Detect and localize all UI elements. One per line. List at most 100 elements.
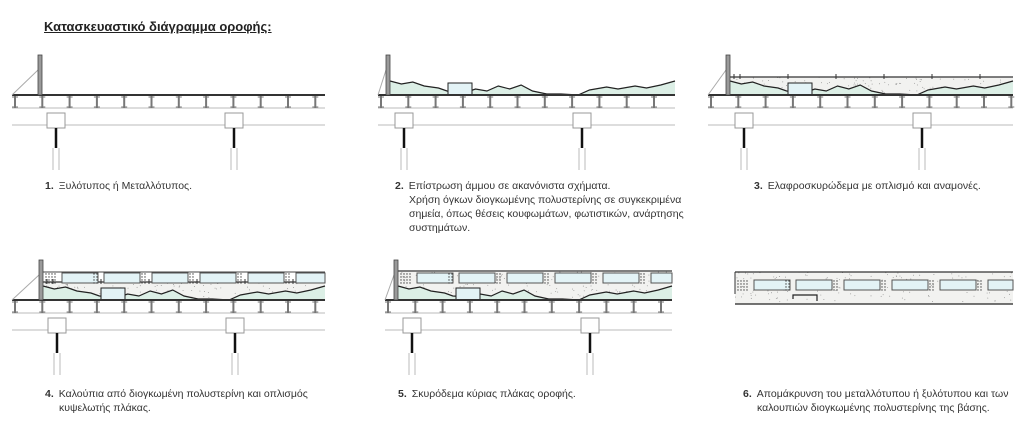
step-number: 5.: [398, 388, 407, 400]
concrete-stipple: [825, 278, 827, 280]
step-text: καλουπιών διογκωμένης πολυστερίνης της β…: [757, 402, 990, 414]
step-6-drawing: [734, 271, 1014, 305]
concrete-stipple: [928, 296, 930, 297]
concrete-stipple: [968, 78, 970, 80]
concrete-stipple: [786, 84, 788, 86]
rebar-dots: [743, 283, 745, 285]
concrete-stipple: [953, 78, 955, 80]
rebar-dots: [48, 276, 50, 278]
concrete-stipple: [992, 273, 994, 275]
rebar-dots: [93, 279, 95, 281]
concrete-stipple: [173, 285, 175, 287]
rebar-dots: [192, 273, 194, 275]
concrete-stipple: [607, 284, 609, 286]
rebar-dots: [496, 279, 498, 281]
rebar-dots: [737, 289, 739, 291]
concrete-stipple: [465, 284, 467, 286]
concrete-stipple: [988, 292, 990, 294]
concrete-stipple: [844, 277, 846, 279]
rebar-dots: [144, 273, 146, 275]
concrete-stipple: [782, 81, 784, 83]
rebar-dots: [496, 282, 498, 284]
concrete-stipple: [203, 296, 205, 298]
eps-block: [447, 82, 473, 96]
concrete-stipple: [456, 275, 458, 277]
step-5-drawing: [384, 259, 673, 375]
rebar-dots: [788, 286, 790, 288]
concrete-stipple: [986, 292, 988, 294]
concrete-stipple: [951, 273, 953, 275]
concrete-stipple: [1010, 272, 1012, 274]
concrete-stipple: [249, 289, 250, 291]
concrete-stipple: [750, 294, 752, 296]
support-box: [912, 112, 932, 129]
concrete-stipple: [583, 295, 584, 297]
rebar-dots: [409, 279, 411, 281]
rebar-dots: [884, 280, 886, 282]
concrete-stipple: [904, 299, 906, 301]
rebar-dots: [592, 282, 594, 284]
step-text: Ελαφροσκυρώδεμα με οπλισμό και αναμονές.: [767, 180, 981, 192]
rebar-dots: [406, 279, 408, 281]
concrete-stipple: [422, 284, 424, 286]
rebar-dots: [48, 282, 50, 284]
rebar-dots: [788, 289, 790, 291]
concrete-stipple: [909, 291, 911, 293]
concrete-stipple: [921, 79, 923, 81]
concrete-stipple: [639, 288, 641, 290]
rebar-dots: [192, 276, 194, 278]
concrete-stipple: [850, 293, 852, 295]
concrete-stipple: [976, 279, 978, 281]
concrete-stipple: [887, 274, 888, 276]
concrete-stipple: [871, 83, 873, 85]
concrete-stipple: [834, 300, 836, 302]
rebar-dots: [240, 282, 242, 284]
concrete-stipple: [961, 277, 963, 279]
concrete-stipple: [787, 291, 789, 292]
concrete-stipple: [67, 286, 69, 288]
concrete-stipple: [736, 79, 738, 80]
rebar-dots: [409, 282, 411, 284]
concrete-stipple: [579, 295, 581, 297]
concrete-stipple: [857, 77, 858, 79]
concrete-stipple: [838, 292, 840, 294]
concrete-stipple: [583, 290, 585, 292]
concrete-stipple: [826, 83, 828, 85]
eps-mold: [554, 272, 592, 284]
rebar-dots: [881, 286, 883, 288]
rebar-dots: [403, 282, 405, 284]
rebar-dots: [932, 280, 934, 282]
rebar-dots: [406, 276, 408, 278]
rebar-dots: [640, 282, 642, 284]
rebar-dots: [932, 289, 934, 291]
rebar-dots: [833, 286, 835, 288]
rebar-dots: [547, 282, 549, 284]
rebar-dots: [643, 276, 645, 278]
step-number: 3.: [754, 180, 763, 192]
concrete-stipple: [964, 79, 966, 81]
concrete-stipple: [1009, 276, 1011, 278]
concrete-stipple: [896, 83, 898, 85]
rebar-dots: [785, 280, 787, 282]
rebar-dots: [54, 282, 56, 284]
rebar-dots: [240, 273, 242, 275]
rebar-dots: [45, 279, 47, 281]
concrete-stipple: [919, 79, 921, 80]
step-2-caption: 2.Επίστρωση άμμου σε ακανόνιστα σχήματα.…: [395, 179, 684, 235]
rebar-dots: [544, 282, 546, 284]
concrete-stipple: [916, 90, 918, 92]
concrete-stipple: [487, 284, 489, 286]
step-text: Απομάκρυνση του μεταλλότυπου ή ξυλότυπου…: [756, 388, 1009, 400]
concrete-stipple: [617, 291, 619, 293]
rebar-dots: [881, 283, 883, 285]
concrete-stipple: [881, 89, 883, 91]
concrete-stipple: [786, 299, 788, 301]
concrete-stipple: [895, 84, 897, 85]
rebar-dots: [746, 286, 748, 288]
concrete-stipple: [459, 286, 461, 288]
concrete-stipple: [763, 83, 765, 85]
rebar-dots: [192, 282, 194, 284]
rebar-dots: [451, 279, 453, 281]
rebar-dots: [237, 273, 239, 275]
concrete-stipple: [577, 294, 579, 296]
